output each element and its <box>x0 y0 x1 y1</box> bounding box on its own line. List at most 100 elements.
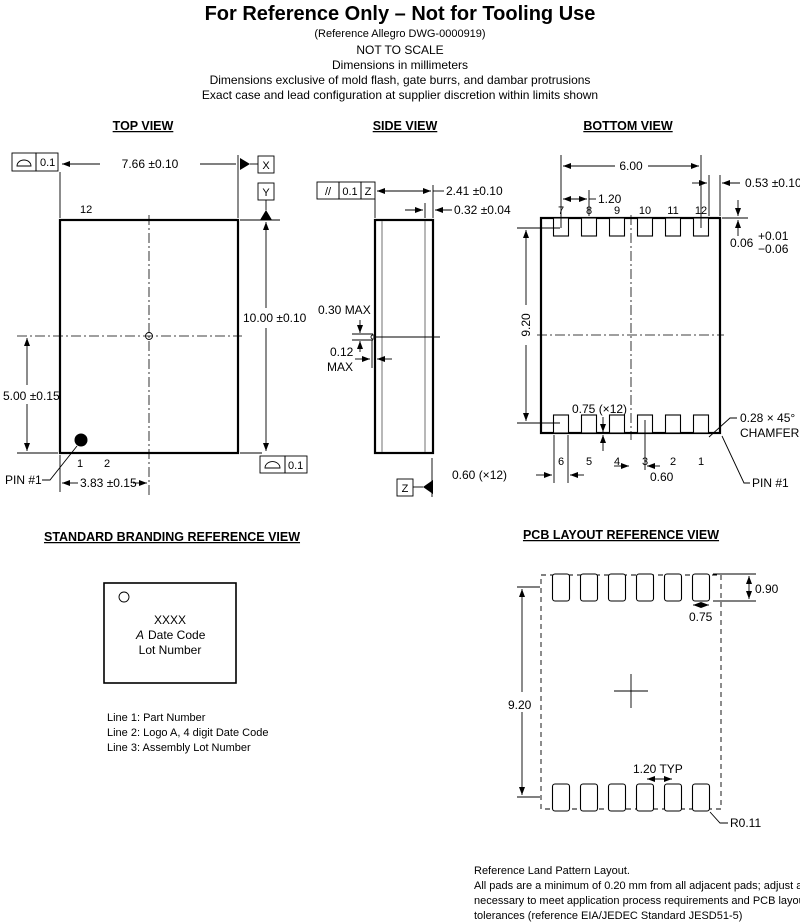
datum-x-box <box>257 155 275 174</box>
pad-length-dim: 0.75 (×12) <box>572 402 627 416</box>
pad-width-dim: 0.75 <box>689 610 713 624</box>
pad <box>608 217 626 237</box>
half-height-dim: 5.00 ±0.15 <box>3 389 60 403</box>
svg-text:0.1: 0.1 <box>288 460 303 472</box>
standoff-minus-tol: −0.06 <box>758 242 789 256</box>
pin-label: 9 <box>614 205 620 217</box>
chamfer-label: CHAMFER <box>740 426 800 440</box>
svg-text:Y: Y <box>262 187 270 199</box>
row-span-dim: 9.20 <box>508 698 532 712</box>
edge-dim: 0.53 ±0.10 <box>745 176 800 190</box>
pad <box>580 414 598 434</box>
pcb-title: PCB LAYOUT REFERENCE VIEW <box>523 528 719 542</box>
protrusion-max-dim: 0.30 MAX <box>318 303 371 317</box>
profile-tolerance-frame: 0.1 <box>11 152 59 172</box>
pin-label: 1 <box>698 456 704 468</box>
pin-label: 11 <box>667 205 678 217</box>
parallelism-frame: // 0.1 Z <box>316 181 376 200</box>
pad <box>579 783 599 812</box>
logo-a: A <box>135 628 144 642</box>
pcb-note-3: necessary to meet application process re… <box>474 895 800 907</box>
pin1-mark <box>118 591 130 603</box>
pad <box>608 414 626 434</box>
standoff-plus-tol: +0.01 <box>758 229 789 243</box>
side-view-title: SIDE VIEW <box>373 119 438 133</box>
lead-thickness-dim: 0.32 ±0.04 <box>454 203 511 217</box>
height-dim: 10.00 ±0.10 <box>243 311 307 325</box>
note-exclusions: Dimensions exclusive of mold flash, gate… <box>210 73 591 87</box>
pin-label: 4 <box>614 456 620 468</box>
drawing-title: For Reference Only – Not for Tooling Use <box>205 3 596 25</box>
pcb-note-1: Reference Land Pattern Layout. <box>474 865 630 877</box>
half-pitch-dim: 0.60 <box>650 470 674 484</box>
svg-text:0.1: 0.1 <box>40 157 55 169</box>
legend-line-2: Line 2: Logo A, 4 digit Date Code <box>107 727 268 739</box>
mark-line-3: Lot Number <box>139 643 202 657</box>
mark-line-2: Date Code <box>148 628 206 642</box>
pad <box>636 217 654 237</box>
chamfer-dim: 0.28 × 45° <box>740 411 795 425</box>
pin-label-1: 1 <box>77 458 83 470</box>
pin-label: 10 <box>639 205 651 217</box>
pad <box>635 573 655 602</box>
bottom-view-body <box>539 216 722 435</box>
branding-title: STANDARD BRANDING REFERENCE VIEW <box>44 530 300 544</box>
pin-label-12: 12 <box>80 204 92 216</box>
svg-text:Z: Z <box>402 483 409 495</box>
pad <box>692 414 710 434</box>
pad-length-dim: 0.90 <box>755 582 779 596</box>
pad <box>635 783 655 812</box>
radius-dim: R0.11 <box>730 816 761 830</box>
pad <box>663 783 683 812</box>
pin1-callout: PIN #1 <box>5 473 42 487</box>
pad <box>691 573 711 602</box>
top-view-title: TOP VIEW <box>113 119 174 133</box>
pin-label: 2 <box>670 456 676 468</box>
pin-span-dim: 6.00 <box>619 159 643 173</box>
width-dim: 7.66 ±0.10 <box>122 157 179 171</box>
pin1-callout: PIN #1 <box>752 476 789 490</box>
side-view: SIDE VIEW // 0.1 Z 2.41 ±0.10 0.32 ±0.04… <box>316 119 511 497</box>
note-units: Dimensions in millimeters <box>332 58 468 72</box>
pad <box>579 573 599 602</box>
pad <box>691 783 711 812</box>
pin-label: 6 <box>558 456 564 468</box>
pcb-note-2: All pads are a minimum of 0.20 mm from a… <box>474 880 800 892</box>
standoff-dim: 0.06 <box>730 236 754 250</box>
pad <box>580 217 598 237</box>
pcb-note-4: tolerances (reference EIA/JEDEC Standard… <box>474 910 742 922</box>
pad <box>663 573 683 602</box>
row-span-dim: 9.20 <box>519 313 533 337</box>
pin1-dot <box>74 433 88 447</box>
pad-width-dim: 0.60 (×12) <box>452 468 507 482</box>
pad <box>551 783 571 812</box>
pad <box>664 217 682 237</box>
svg-text://: // <box>325 186 332 198</box>
bottom-view-title: BOTTOM VIEW <box>583 119 673 133</box>
legend-line-1: Line 1: Part Number <box>107 712 206 724</box>
drawing-subtitle: (Reference Allegro DWG-0000919) <box>314 28 485 40</box>
profile-surface-icon <box>16 159 32 167</box>
pin-label-2: 2 <box>104 458 110 470</box>
branding-body <box>103 582 237 684</box>
offset-max-label: MAX <box>327 360 353 374</box>
mark-line-1: XXXX <box>154 613 186 627</box>
pin-label: 5 <box>586 456 592 468</box>
note-config: Exact case and lead configuration at sup… <box>202 88 598 102</box>
offset-max-dim: 0.12 <box>330 345 354 359</box>
svg-text:0.1: 0.1 <box>342 186 357 198</box>
datum-z-box <box>396 478 414 497</box>
legend-line-3: Line 3: Assembly Lot Number <box>107 742 251 754</box>
pitch-dim: 1.20 <box>598 192 622 206</box>
profile-tolerance-frame-2: 0.1 <box>259 455 308 474</box>
svg-text:X: X <box>262 160 270 172</box>
pad <box>607 573 627 602</box>
pitch-dim: 1.20 TYP <box>633 762 683 776</box>
bottom-view: BOTTOM VIEW 7 8 9 10 11 12 6 5 4 3 2 1 6… <box>452 119 800 490</box>
pcb-layout-view: PCB LAYOUT REFERENCE VIEW 0.90 0.75 9.20… <box>474 528 800 922</box>
pad <box>551 573 571 602</box>
half-width-dim: 3.83 ±0.15 <box>80 476 137 490</box>
svg-text:Z: Z <box>365 186 372 198</box>
pad <box>664 414 682 434</box>
